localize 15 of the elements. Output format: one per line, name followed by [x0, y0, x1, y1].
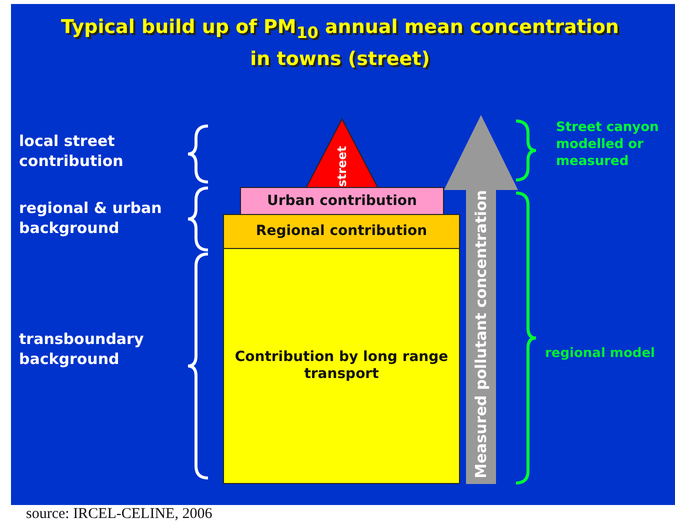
contribution-box: [223, 214, 460, 249]
source-note: source: IRCEL-CELINE, 2006: [26, 506, 212, 523]
side-label: Street canyon modelled or measured: [556, 120, 660, 171]
contribution-box: [223, 248, 460, 484]
shape-label: street: [335, 146, 349, 187]
box-label: Urban contribution: [267, 192, 417, 210]
side-label: regional & urban background: [19, 199, 163, 238]
title: Typical build up of PM$_{10}$ annual mean concentration in towns (street): [60, 15, 620, 72]
side-label: local street contribution: [19, 132, 124, 171]
shape-label: Measured pollutant concentration: [472, 190, 490, 479]
box-label: Contribution by long range transport: [234, 349, 450, 383]
contribution-box: [240, 187, 444, 215]
side-label: regional model: [545, 346, 656, 363]
side-label: transboundary background: [19, 330, 145, 369]
box-label: Regional contribution: [256, 223, 428, 240]
